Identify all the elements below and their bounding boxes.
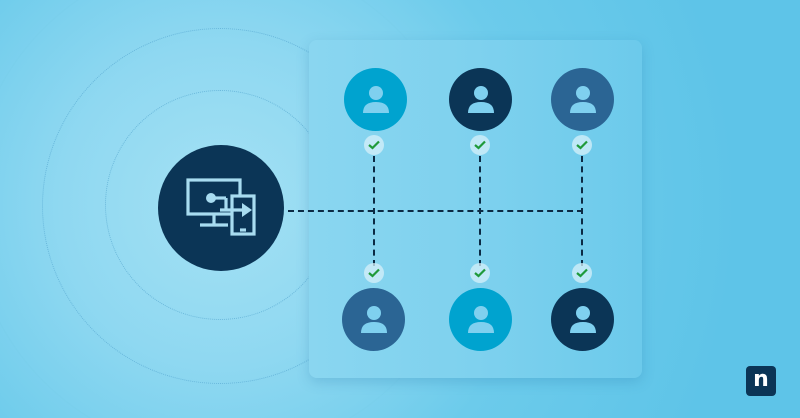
user-icon [570, 86, 596, 113]
device-hub [158, 145, 284, 271]
checkmark-icon [576, 268, 588, 278]
user-avatar-bottom-3 [551, 288, 614, 351]
device-transfer-icon [186, 178, 256, 236]
user-icon [363, 86, 389, 113]
check-badge-bottom-2 [470, 263, 490, 283]
checkmark-icon [368, 140, 380, 150]
user-avatar-top-2 [449, 68, 512, 131]
user-avatar-top-1 [344, 68, 407, 131]
brand-logo-letter: n [753, 367, 769, 392]
check-badge-bottom-1 [364, 263, 384, 283]
user-icon [468, 306, 494, 333]
user-avatar-top-3 [551, 68, 614, 131]
check-badge-bottom-3 [572, 263, 592, 283]
checkmark-icon [576, 140, 588, 150]
user-avatar-bottom-2 [449, 288, 512, 351]
connector-vertical-3 [581, 156, 583, 266]
checkmark-icon [368, 268, 380, 278]
checkmark-icon [474, 268, 486, 278]
user-avatar-bottom-1 [342, 288, 405, 351]
user-icon [361, 306, 387, 333]
checkmark-icon [474, 140, 486, 150]
user-icon [570, 306, 596, 333]
connector-vertical-2 [479, 156, 481, 266]
user-icon [468, 86, 494, 113]
check-badge-top-2 [470, 135, 490, 155]
check-badge-top-1 [364, 135, 384, 155]
connector-horizontal [288, 210, 583, 212]
connector-vertical-1 [373, 156, 375, 266]
brand-logo: n [746, 366, 776, 396]
check-badge-top-3 [572, 135, 592, 155]
